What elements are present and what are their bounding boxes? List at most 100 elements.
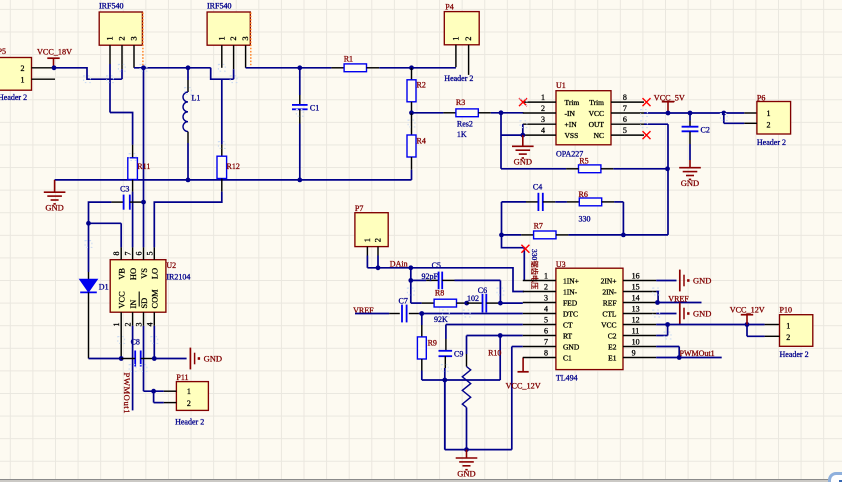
svg-text:C2: C2 (701, 125, 710, 134)
svg-text:GND: GND (563, 342, 580, 351)
svg-text:7: 7 (623, 104, 627, 113)
svg-text:Header 2: Header 2 (175, 418, 204, 427)
svg-text:VS: VS (140, 268, 149, 279)
svg-text:E2: E2 (608, 342, 617, 351)
svg-text:GND: GND (681, 178, 699, 188)
svg-text:12: 12 (632, 316, 640, 325)
svg-text:C1: C1 (310, 104, 319, 113)
svg-text:IRF540: IRF540 (99, 2, 123, 11)
svg-text:SD: SD (140, 298, 149, 309)
svg-text:GND: GND (693, 309, 711, 319)
svg-text:5: 5 (145, 252, 154, 256)
svg-text:1: 1 (767, 109, 771, 118)
svg-text:2: 2 (544, 283, 548, 292)
svg-text:1: 1 (216, 36, 226, 40)
svg-text:C5: C5 (432, 261, 441, 270)
svg-text:+IN: +IN (565, 120, 578, 129)
svg-text:R1: R1 (344, 54, 353, 63)
svg-text:R7: R7 (534, 221, 543, 230)
svg-text:330: 330 (530, 249, 539, 261)
svg-text:C4: C4 (533, 183, 542, 192)
svg-text:R2: R2 (417, 80, 426, 89)
svg-text:COM: COM (151, 289, 160, 309)
svg-text:R11: R11 (137, 162, 150, 171)
svg-text:1: 1 (541, 93, 545, 102)
svg-text:NC: NC (594, 131, 604, 140)
svg-text:GND: GND (45, 203, 63, 213)
svg-text:R4: R4 (417, 137, 426, 146)
svg-text:VCC_12V: VCC_12V (730, 305, 765, 314)
svg-text:1: 1 (786, 322, 790, 331)
svg-text:VREF: VREF (353, 306, 374, 315)
svg-text:16: 16 (632, 272, 640, 281)
svg-text:DTC: DTC (563, 309, 578, 318)
svg-text:C2: C2 (608, 331, 617, 340)
svg-text:1K: 1K (457, 130, 467, 139)
svg-text:GND: GND (693, 276, 711, 286)
svg-text:E1: E1 (608, 353, 617, 362)
svg-text:GND: GND (514, 157, 532, 167)
svg-text:6: 6 (544, 327, 548, 336)
svg-text:6: 6 (623, 115, 627, 124)
svg-text:5: 5 (623, 126, 627, 135)
svg-text:P10: P10 (780, 305, 792, 314)
svg-text:VCC_12V: VCC_12V (506, 381, 541, 390)
svg-text:1IN-: 1IN- (563, 287, 578, 296)
svg-text:P11: P11 (176, 373, 188, 382)
svg-text:VCC_18V: VCC_18V (37, 48, 72, 57)
svg-text:CTL: CTL (602, 309, 617, 318)
svg-text:U2: U2 (166, 261, 176, 270)
svg-text:VCC: VCC (589, 109, 604, 118)
svg-text:VCC: VCC (601, 320, 616, 329)
svg-text:-IN: -IN (565, 109, 576, 118)
svg-text:GND: GND (457, 468, 475, 478)
svg-text:Res2: Res2 (457, 119, 473, 128)
svg-text:R6: R6 (579, 190, 588, 199)
svg-text:Trim: Trim (589, 98, 604, 107)
svg-text:VCC: VCC (118, 291, 127, 309)
svg-text:R5: R5 (579, 157, 588, 166)
svg-text:14: 14 (632, 294, 640, 303)
svg-text:GND: GND (204, 354, 222, 364)
svg-text:U1: U1 (556, 81, 566, 90)
svg-text:C1: C1 (563, 353, 572, 362)
svg-text:C3: C3 (120, 185, 129, 194)
svg-text:2: 2 (541, 104, 545, 113)
svg-text:11: 11 (632, 327, 640, 336)
svg-text:R3: R3 (456, 98, 465, 107)
svg-text:1IN+: 1IN+ (563, 276, 579, 285)
svg-text:PWMOut1: PWMOut1 (680, 349, 715, 358)
svg-text:2IN-: 2IN- (602, 287, 617, 296)
svg-text:2IN+: 2IN+ (601, 276, 617, 285)
svg-text:13: 13 (632, 305, 640, 314)
svg-text:7: 7 (544, 338, 548, 347)
svg-text:3: 3 (544, 294, 548, 303)
svg-text:2: 2 (187, 399, 191, 408)
svg-text:PWMOut1: PWMOut1 (122, 373, 132, 415)
svg-text:3: 3 (541, 115, 545, 124)
svg-text:RT: RT (563, 331, 573, 340)
svg-text:8: 8 (112, 252, 121, 256)
svg-text:P5: P5 (0, 47, 6, 56)
svg-text:1: 1 (362, 238, 372, 242)
svg-text:2: 2 (463, 37, 473, 41)
svg-text:C7: C7 (399, 297, 408, 306)
svg-text:R12: R12 (227, 162, 240, 171)
svg-text:LO: LO (151, 268, 160, 279)
svg-text:DAin: DAin (390, 260, 408, 269)
svg-text:92pF: 92pF (422, 272, 439, 281)
svg-text:102: 102 (467, 294, 479, 303)
svg-text:9: 9 (632, 349, 636, 358)
svg-text:6: 6 (135, 252, 144, 256)
svg-text:2: 2 (373, 238, 383, 242)
svg-text:1: 1 (187, 387, 191, 396)
svg-text:2: 2 (767, 121, 771, 130)
svg-text:Header 2: Header 2 (780, 350, 809, 359)
svg-text:3: 3 (129, 36, 139, 40)
svg-text:R8: R8 (435, 288, 444, 297)
svg-text:Header 2: Header 2 (0, 93, 27, 102)
svg-text:L1: L1 (192, 94, 201, 103)
svg-text:D1: D1 (99, 282, 109, 291)
svg-text:2: 2 (228, 36, 238, 40)
svg-text:CT: CT (563, 320, 573, 329)
